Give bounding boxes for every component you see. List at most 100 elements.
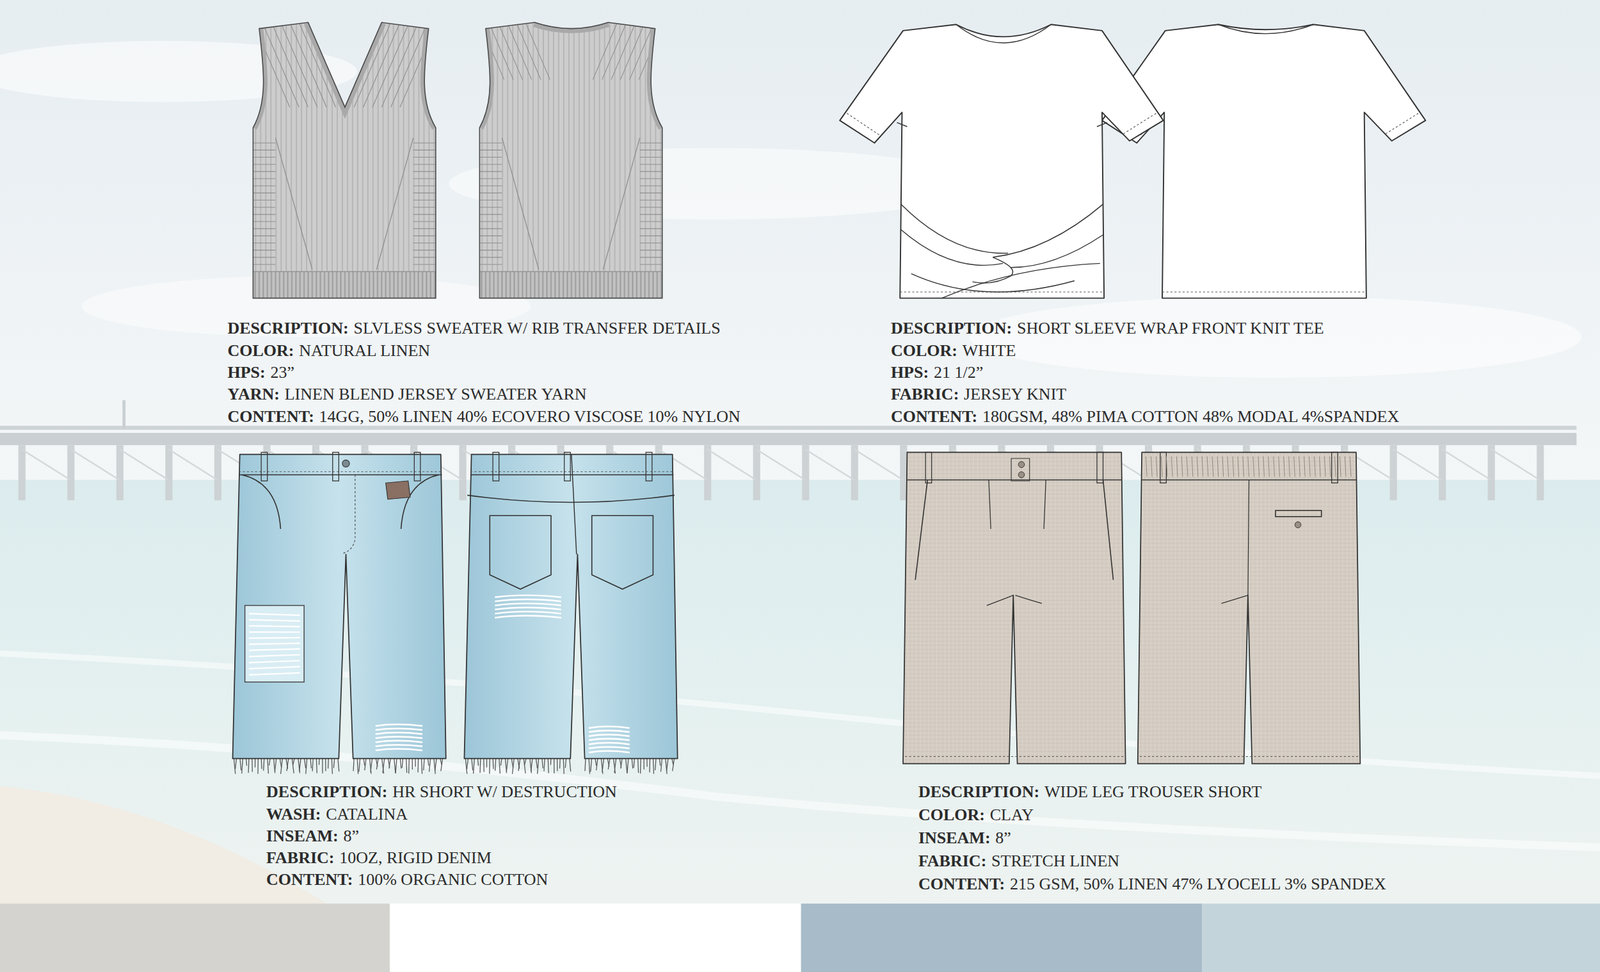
pier-piling xyxy=(67,444,75,500)
pier-brace xyxy=(21,449,71,480)
destruction-thread xyxy=(248,666,301,669)
spec-key: CONTENT: xyxy=(266,869,353,889)
rib-transfer xyxy=(413,249,436,251)
elastic-gather xyxy=(1304,456,1306,477)
wrap-drape xyxy=(992,204,1103,258)
pier-brace xyxy=(1441,449,1492,480)
destruction-thread xyxy=(248,672,301,675)
sweater-outline xyxy=(252,22,436,299)
rib-transfer xyxy=(252,199,276,201)
destruction-thread xyxy=(248,660,301,663)
spec-line: CONTENT:100% ORGANIC COTTON xyxy=(266,869,548,889)
rib-transfer xyxy=(479,256,502,258)
rib-transfer xyxy=(413,213,436,215)
tee-body xyxy=(1102,24,1426,298)
pier-piling xyxy=(116,444,124,500)
rib-transfer xyxy=(252,206,276,208)
back-pocket xyxy=(592,515,654,589)
elastic-gather xyxy=(1334,456,1336,477)
fly-stitch xyxy=(343,474,356,553)
hem-rib xyxy=(252,271,436,298)
yoke xyxy=(467,494,675,502)
armhole-rib xyxy=(479,28,490,128)
spec-key: CONTENT: xyxy=(227,407,315,426)
elastic-gather xyxy=(1344,456,1346,477)
rib-transfer xyxy=(252,192,276,194)
belt-loop xyxy=(645,451,653,481)
elastic-gather xyxy=(1314,456,1316,477)
armhole-rib xyxy=(424,28,436,128)
denim-body xyxy=(464,454,678,759)
spec-key: FABRIC: xyxy=(918,851,987,870)
rib-transfer xyxy=(252,256,276,258)
spec-value: WIDE LEG TROUSER SHORT xyxy=(1044,782,1263,801)
elastic-gather xyxy=(1283,456,1286,477)
rib-transfer xyxy=(479,170,502,172)
spec-key: HPS: xyxy=(227,362,266,382)
sweater-body xyxy=(479,22,662,299)
pier-piling xyxy=(214,444,222,500)
belt-loop xyxy=(414,451,421,481)
rib-transfer xyxy=(640,142,663,144)
rib-transfer xyxy=(479,206,502,208)
rib-transfer xyxy=(252,213,276,215)
garments xyxy=(232,22,1426,774)
pocket xyxy=(1103,479,1114,580)
sleeve-stitch xyxy=(1123,113,1156,134)
spec-line: DESCRIPTION:WIDE LEG TROUSER SHORT xyxy=(918,782,1263,802)
spec-key: HPS: xyxy=(890,362,929,382)
spec-key: CONTENT: xyxy=(918,874,1005,893)
spec-line: HPS:21 1/2” xyxy=(890,362,984,383)
rib-transfer xyxy=(640,228,663,230)
trouser-body xyxy=(903,451,1126,763)
elastic-gather xyxy=(1217,456,1219,477)
rib-transfer xyxy=(252,156,276,158)
sleeve-stitch xyxy=(846,113,881,136)
rib-transfer xyxy=(289,22,327,107)
elastic-gather xyxy=(1201,456,1204,477)
sleeve-stitch xyxy=(1385,113,1419,134)
spec-value: 10OZ, RIGID DENIM xyxy=(339,848,492,867)
hem-stitch xyxy=(904,755,1124,757)
spec-value: 180GSM, 48% PIMA COTTON 48% MODAL 4%SPAN… xyxy=(982,407,1400,426)
belt-loop xyxy=(261,451,268,481)
elastic-gather xyxy=(1263,456,1265,477)
spec-line: DESCRIPTION:SLVLESS SWEATER W/ RIB TRANS… xyxy=(227,318,721,338)
button xyxy=(1018,471,1025,479)
elastic-gather xyxy=(1324,456,1327,477)
sweater-flat xyxy=(252,22,437,299)
spec-key: COLOR: xyxy=(918,805,985,824)
sweater-body xyxy=(252,22,436,299)
neck-rib xyxy=(1218,24,1314,34)
elastic-gather xyxy=(1268,456,1270,477)
elastic-gather xyxy=(1242,456,1245,477)
destruction-thread xyxy=(248,636,301,639)
welt-pocket xyxy=(1275,510,1322,517)
spec-value: 23” xyxy=(270,362,296,382)
rib-transfer xyxy=(640,256,663,258)
pier-deck xyxy=(0,432,1577,445)
pier-brace xyxy=(707,449,757,480)
rib-transfer xyxy=(413,263,436,265)
spec-value: WHITE xyxy=(962,341,1017,360)
rib-transfer xyxy=(640,242,663,244)
panel-line xyxy=(275,137,312,270)
spec-line: COLOR:CLAY xyxy=(918,805,1034,825)
rib-transfer xyxy=(400,22,437,107)
rib-transfer xyxy=(252,249,276,251)
rib-transfer xyxy=(479,185,502,187)
hem-rib xyxy=(479,271,662,298)
neck-rib xyxy=(308,22,383,107)
rib-transfer xyxy=(640,213,663,215)
elastic-gather xyxy=(1196,456,1199,477)
spec-key: INSEAM: xyxy=(266,826,339,845)
rib-transfer xyxy=(363,22,400,107)
rib-transfer xyxy=(592,22,617,80)
rib-transfer xyxy=(252,149,276,151)
denim-short-flat xyxy=(464,451,678,774)
wrap-drape xyxy=(1096,122,1108,127)
back-pocket xyxy=(489,515,552,589)
knee-rip xyxy=(588,726,630,728)
pier-piling xyxy=(753,444,761,500)
